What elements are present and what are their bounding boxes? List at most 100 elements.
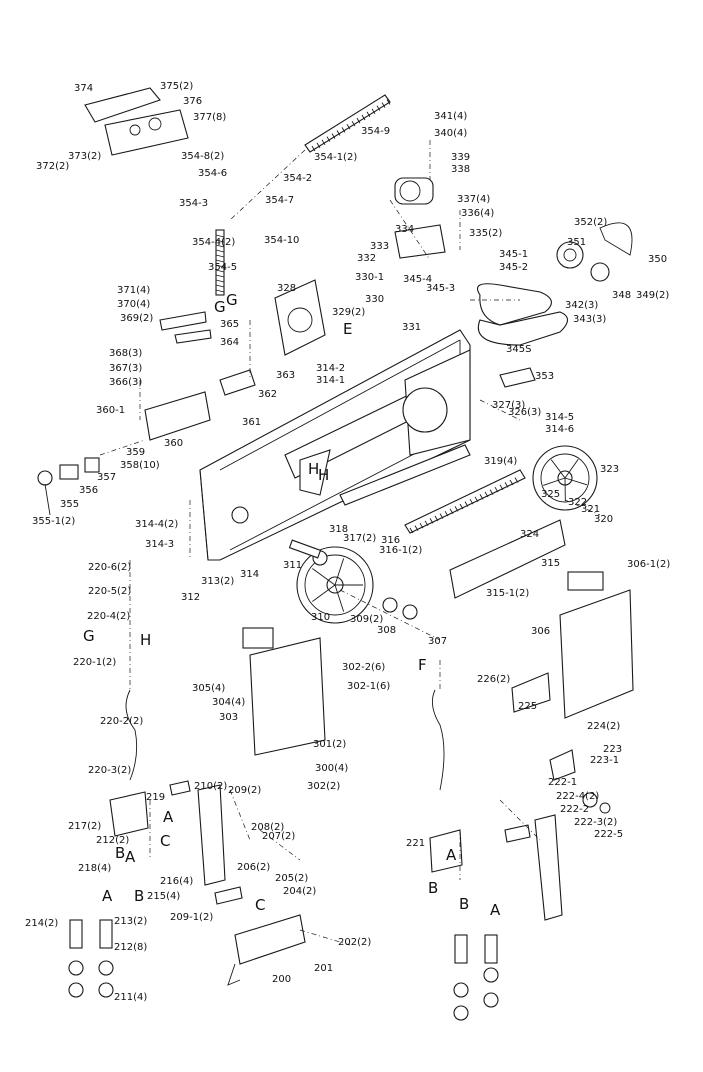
part-number-label: 308 — [377, 625, 396, 636]
part-number-label: 341(4) — [434, 111, 467, 122]
cylinder-214 — [69, 919, 83, 949]
part-number-label: 353 — [535, 371, 554, 382]
plate-369b — [174, 329, 212, 344]
part-number-label: 206(2) — [237, 862, 270, 873]
part-number-label: 354-4(2) — [192, 237, 235, 248]
rail-tooth — [489, 489, 494, 495]
callout-letter: G — [214, 298, 226, 316]
part-number-label: 223-1 — [590, 755, 619, 766]
block-right — [504, 824, 531, 843]
part-number-label: 375(2) — [160, 81, 193, 92]
part-number-label: 205(2) — [275, 873, 308, 884]
callout-letter: B — [115, 844, 125, 862]
part-number-label: 302-2(6) — [342, 662, 385, 673]
rail-tooth — [434, 515, 439, 522]
chip-tray-spout — [227, 963, 241, 986]
gearbox-328 — [274, 279, 326, 356]
assembly-line — [299, 929, 351, 946]
bracket-222-1 — [549, 749, 576, 781]
part-number-label: 316 — [381, 535, 400, 546]
part-number-label: 315-1(2) — [486, 588, 529, 599]
part-number-label: 364 — [220, 337, 239, 348]
block-357 — [84, 457, 100, 473]
part-number-label: 361 — [242, 417, 261, 428]
rail-tooth — [469, 498, 474, 505]
roller-r2 — [483, 992, 499, 1008]
control-box-374 — [84, 87, 161, 123]
leadscrew-thread — [341, 127, 346, 133]
part-number-label: 314-2 — [316, 363, 345, 374]
leadscrew-thread — [346, 124, 351, 130]
cover-303 — [249, 637, 326, 756]
part-number-label: 354-6 — [198, 168, 227, 179]
part-number-label: 220-6(2) — [88, 562, 131, 573]
rod-354-10 — [215, 229, 225, 296]
rail-tooth — [419, 522, 424, 529]
belt-350 — [599, 222, 633, 256]
assembly-line — [99, 439, 146, 456]
cylinder-213 — [99, 919, 113, 949]
roller-l2 — [453, 1005, 469, 1021]
part-number-label: 370(4) — [117, 299, 150, 310]
part-number-label: 342(3) — [565, 300, 598, 311]
leadscrew-thread — [311, 145, 316, 152]
part-number-label: 312 — [181, 592, 200, 603]
leg-right — [534, 814, 563, 921]
washer-222-3 — [599, 802, 611, 814]
callout-letter: A — [490, 901, 501, 919]
wheel-310-spoke — [334, 558, 345, 586]
part-number-label: 372(2) — [36, 161, 69, 172]
leadscrew-thread — [386, 99, 391, 105]
part-number-label: 324 — [520, 529, 539, 540]
callout-letter: C — [160, 832, 170, 850]
part-number-label: 360 — [164, 438, 183, 449]
part-number-label: 318 — [329, 524, 348, 535]
assembly-line — [229, 149, 306, 221]
part-number-label: 345S — [506, 344, 531, 355]
wheel-310-rim — [304, 554, 366, 616]
part-number-label: 220-4(2) — [87, 611, 130, 622]
callout-letter: B — [134, 887, 144, 905]
leadscrew-354-9 — [304, 94, 391, 153]
part-number-label: 322 — [568, 497, 587, 508]
part-number-label: 219 — [146, 792, 165, 803]
rod-thread — [215, 279, 225, 283]
part-number-label: 371(4) — [117, 285, 150, 296]
part-number-label: 354-3 — [179, 198, 208, 209]
wheel-325-spoke — [564, 458, 579, 479]
part-number-label: 374 — [74, 83, 93, 94]
part-number-label: 221 — [406, 838, 425, 849]
part-number-label: 331 — [402, 322, 421, 333]
blade-rail-316 — [404, 469, 526, 534]
washer-308 — [402, 604, 418, 620]
part-number-label: 354-1(2) — [314, 152, 357, 163]
leadscrew-thread — [351, 120, 356, 127]
rod-thread — [215, 264, 225, 268]
part-number-label: 315 — [541, 558, 560, 569]
plate-209-1 — [214, 886, 243, 905]
part-number-label: 222-5 — [594, 829, 623, 840]
part-number-label: 329(2) — [332, 307, 365, 318]
part-number-label: 302(2) — [307, 781, 340, 792]
part-number-label: 201 — [314, 963, 333, 974]
panel-376-switch — [129, 124, 141, 136]
handle-355-arm — [44, 483, 51, 516]
callout-letter: G — [226, 291, 238, 309]
part-number-label: 224(2) — [587, 721, 620, 732]
roller-211b — [98, 982, 114, 998]
rail-tooth — [414, 525, 419, 531]
motor-338 — [394, 177, 434, 205]
callout-letter: G — [83, 627, 95, 645]
part-number-label: 365 — [220, 319, 239, 330]
part-number-label: 209-1(2) — [170, 912, 213, 923]
hose-220-2 — [125, 689, 138, 781]
assembly-line — [499, 799, 541, 841]
part-number-label: 210(2) — [194, 781, 227, 792]
part-number-label: 355 — [60, 499, 79, 510]
part-number-label: 223 — [603, 744, 622, 755]
part-number-label: 354-7 — [265, 195, 294, 206]
part-number-label: 327(3) — [492, 400, 525, 411]
wheel-325-rim — [540, 453, 590, 503]
pulley-348 — [590, 262, 610, 282]
part-number-label: 217(2) — [68, 821, 101, 832]
